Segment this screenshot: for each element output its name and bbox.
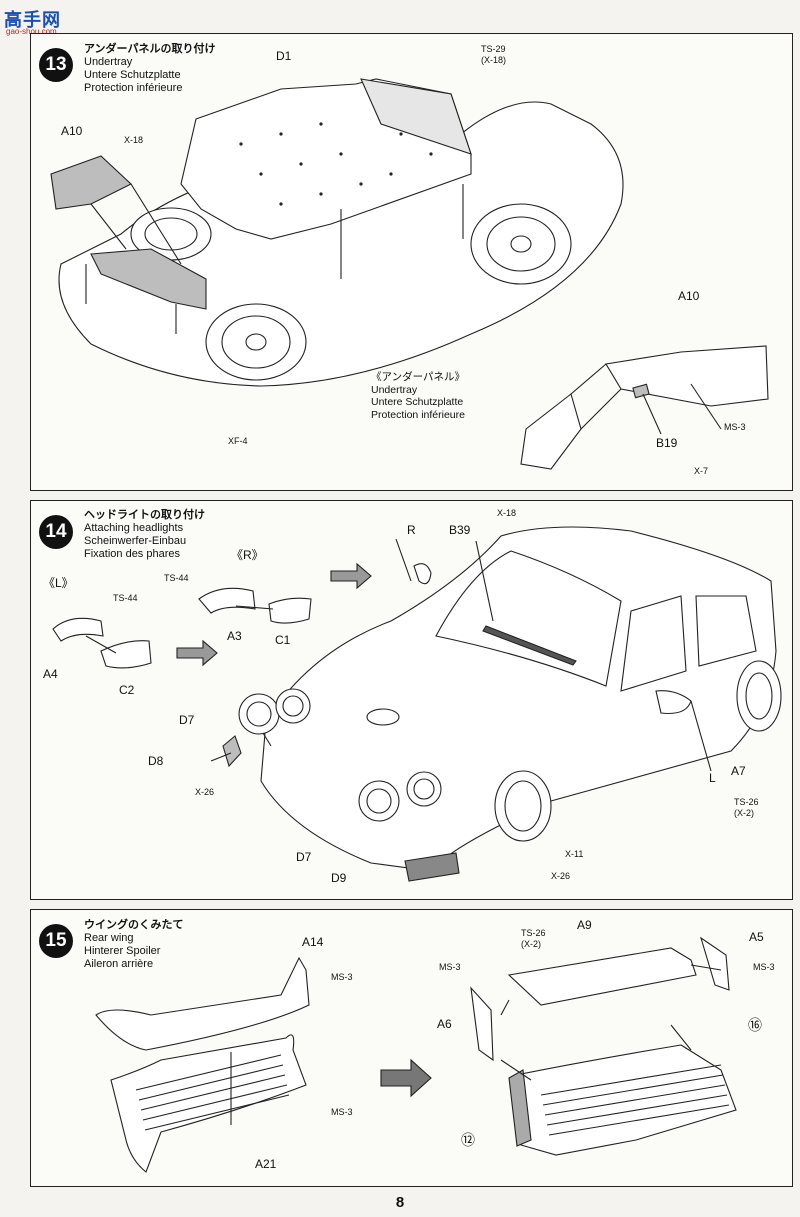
rear-wing-illustration <box>95 936 737 1173</box>
title-fr: Aileron arrière <box>84 958 154 970</box>
part-label-r: R <box>407 523 416 537</box>
part-label-d7-bottom: D7 <box>296 850 312 864</box>
screw-ts26: TS-26(X-2) <box>734 797 759 818</box>
step-number: 15 <box>39 924 73 958</box>
side-label-l: 《L》 <box>43 576 74 590</box>
screw-x7: X-7 <box>694 466 709 476</box>
part-label-a10-right: A10 <box>678 289 700 303</box>
step-ref-16: ⑯ <box>748 1017 762 1033</box>
part-label-b39: B39 <box>449 523 471 537</box>
step-13-panel: 13 アンダーパネルの取り付け Undertray Untere Schutzp… <box>30 33 793 491</box>
title-fr: Fixation des phares <box>84 548 180 560</box>
title-en: Attaching headlights <box>84 522 184 534</box>
part-label-a4: A4 <box>43 667 58 681</box>
part-label-d9: D9 <box>331 871 347 885</box>
part-label-b19: B19 <box>656 436 678 450</box>
screw-ms3-left: MS-3 <box>439 962 461 972</box>
step-number: 13 <box>39 48 73 82</box>
watermark-logo: 高手网 <box>4 10 61 30</box>
step-15-panel: 15 ウイングのくみたて Rear wing Hinterer Spoiler … <box>30 909 793 1187</box>
page-number: 8 <box>395 1194 405 1211</box>
part-label-l: L <box>709 771 716 785</box>
part-label-a9: A9 <box>577 918 592 932</box>
title-de: Untere Schutzplatte <box>84 69 181 81</box>
screw-ms3-bottom: MS-3 <box>331 1107 353 1117</box>
screw-x18: X-18 <box>124 135 144 145</box>
title-en: Undertray <box>84 56 133 68</box>
title-de: Hinterer Spoiler <box>84 945 161 957</box>
screw-ms3-top: MS-3 <box>331 972 353 982</box>
step-title: ヘッドライトの取り付け Attaching headlights Scheinw… <box>84 509 205 561</box>
title-fr: Protection inférieure <box>84 82 183 94</box>
screw-x26-bottom: X-26 <box>551 871 571 881</box>
screw-ts26: TS-26(X-2) <box>521 928 546 949</box>
part-label-a5: A5 <box>749 930 764 944</box>
watermark-url: gao-shou.com <box>6 27 57 36</box>
screw-x18: X-18 <box>497 508 517 518</box>
part-label-d1: D1 <box>276 49 292 63</box>
step-title: ウイングのくみたて Rear wing Hinterer Spoiler Ail… <box>84 919 183 971</box>
screw-ms3: MS-3 <box>724 422 746 432</box>
part-label-a14: A14 <box>302 935 324 949</box>
step-ref-12: ⑫ <box>461 1132 475 1148</box>
screw-x11: X-11 <box>565 849 584 859</box>
title-jp: ウイングのくみたて <box>84 919 184 931</box>
part-label-d8: D8 <box>148 754 164 768</box>
screw-ts44-r: TS-44 <box>164 573 189 583</box>
part-label-a3: A3 <box>227 629 242 643</box>
side-label-r: 《R》 <box>231 548 264 562</box>
undertray-caption: 《アンダーパネル》 Undertray Untere Schutzplatte … <box>371 371 465 421</box>
step-number: 14 <box>39 515 73 549</box>
title-jp: ヘッドライトの取り付け <box>84 509 205 521</box>
screw-x26-left: X-26 <box>195 787 215 797</box>
part-label-c2: C2 <box>119 683 135 697</box>
step-title: アンダーパネルの取り付け Undertray Untere Schutzplat… <box>84 43 215 95</box>
screw-ts44-l: TS-44 <box>113 593 138 603</box>
part-label-d7-top: D7 <box>179 713 195 727</box>
undertray-illustration <box>50 78 769 470</box>
headlights-illustration <box>52 526 782 882</box>
screw-ts29: TS-29(X-18) <box>481 44 507 65</box>
part-label-c1: C1 <box>275 633 291 647</box>
title-en: Rear wing <box>84 932 134 944</box>
title-de: Scheinwerfer-Einbau <box>84 535 187 547</box>
screw-xf4: XF-4 <box>228 436 248 446</box>
step-14-panel: 14 ヘッドライトの取り付け Attaching headlights Sche… <box>30 500 793 900</box>
part-label-a10: A10 <box>61 124 83 138</box>
screw-ms3-right: MS-3 <box>753 962 775 972</box>
part-label-a7: A7 <box>731 764 746 778</box>
part-label-a6: A6 <box>437 1017 452 1031</box>
part-label-a21: A21 <box>255 1157 277 1171</box>
title-jp: アンダーパネルの取り付け <box>84 43 216 55</box>
